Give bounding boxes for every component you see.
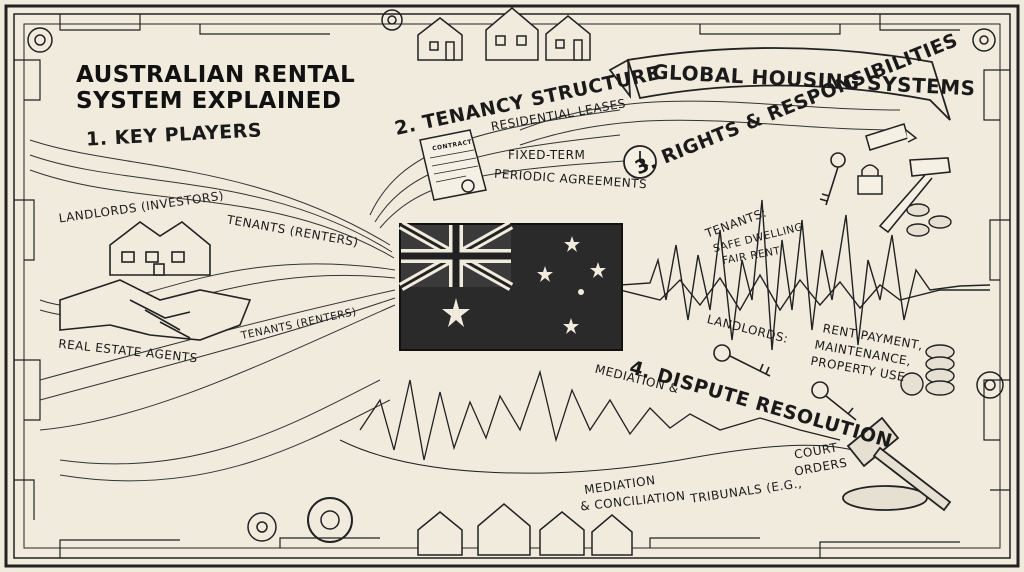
banner-ribbon [608,47,951,121]
gear-icon [27,9,1004,543]
flag-icon [398,221,623,351]
house-icon [417,503,633,556]
coins-icon [900,203,955,396]
label-fixed-term: FIXED-TERM [508,148,586,162]
page-title: AUSTRALIAN RENTAL SYSTEM EXPLAINED [76,62,355,114]
camera-icon [865,123,918,151]
lock-icon [857,164,883,195]
dispute-zigzag [339,369,861,474]
clock-icon [623,145,657,179]
key-icon [713,152,857,421]
title-line-2: SYSTEM EXPLAINED [76,88,342,114]
hammer-icon [878,157,951,234]
house-icon [417,7,591,61]
house-icon [109,221,211,276]
title-line-1: AUSTRALIAN RENTAL [76,62,356,88]
flag-stars [442,236,606,334]
handshake-icon [59,279,252,341]
signal-zigzag [619,199,991,351]
gavel-icon [842,416,952,512]
union-jack [398,221,514,291]
contract-icon [419,129,487,201]
